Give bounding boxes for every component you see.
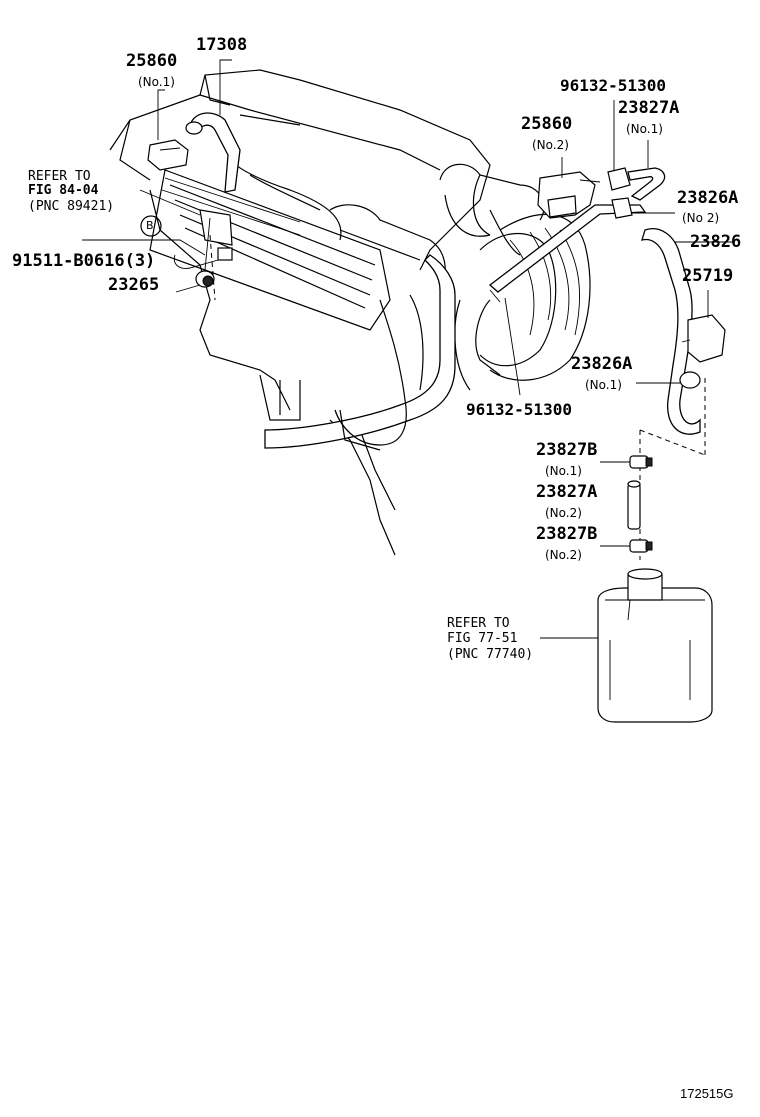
label-25860-no1: 25860 — [126, 51, 178, 71]
hose-23827A-no2 — [627, 480, 641, 530]
ref1-line3: (PNC 89421) — [28, 199, 115, 214]
hose-17308 — [185, 112, 241, 193]
ref2-line3: (PNC 77740) — [447, 647, 534, 662]
circle-b-label: B — [146, 219, 154, 232]
label-23826A-no1-sub: (No.1) — [585, 378, 622, 392]
label-25719: 25719 — [682, 266, 734, 286]
bracket-harness — [161, 177, 301, 288]
figure-code: 172515G — [680, 1086, 734, 1101]
label-96132-lower: 96132-51300 — [466, 400, 572, 419]
label-23827A-no2-sub: (No.2) — [545, 506, 582, 520]
label-25860-no2-sub: (No.2) — [532, 138, 569, 152]
clip-96132-lower — [489, 289, 501, 303]
label-23826A-no2-sub: (No 2) — [682, 211, 720, 225]
clamp-23827B-no2 — [600, 539, 653, 553]
circle-marker-b — [140, 215, 162, 237]
engine-block — [109, 69, 591, 556]
label-23826A-no2: 23826A — [677, 188, 739, 208]
vsv-25719 — [681, 290, 726, 363]
clamp-23826A-no1 — [636, 371, 701, 389]
ref2-line1: REFER TO — [447, 616, 510, 631]
clamp-23827B-no1 — [600, 455, 653, 469]
label-23826A-no1: 23826A — [571, 354, 633, 374]
label-25860-no1-sub: (No.1) — [138, 75, 175, 89]
label-23827B-no2: 23827B — [536, 524, 598, 544]
label-23827A-no2: 23827A — [536, 482, 598, 502]
ref1-line1: REFER TO — [28, 169, 91, 184]
label-23826: 23826 — [690, 232, 742, 252]
label-23827A-no1-sub: (No.1) — [626, 122, 663, 136]
hose-23826 — [641, 228, 735, 435]
charcoal-canister — [540, 568, 713, 723]
label-17308: 17308 — [196, 35, 248, 55]
label-25860-no2: 25860 — [521, 114, 573, 134]
label-91511-b0616: 91511-B0616(3) — [12, 251, 156, 271]
label-23827B-no1-sub: (No.1) — [545, 464, 582, 478]
ref2-line2: FIG 77-51 — [447, 631, 518, 646]
label-23827A-no1: 23827A — [618, 98, 680, 118]
label-23265: 23265 — [108, 275, 160, 295]
leader-96132-lower — [504, 297, 521, 396]
label-23827B-no1: 23827B — [536, 440, 598, 460]
pipe-to-canister — [488, 197, 675, 293]
ref1-line2: FIG 84-04 — [28, 183, 99, 198]
label-96132-top: 96132-51300 — [560, 76, 666, 95]
vsv-25860-no2 — [537, 157, 601, 219]
label-23827B-no2-sub: (No.2) — [545, 548, 582, 562]
hose-23827A-no1 — [607, 100, 666, 201]
vsv-25860-no1 — [147, 139, 189, 171]
leader-lines-left — [82, 59, 232, 301]
